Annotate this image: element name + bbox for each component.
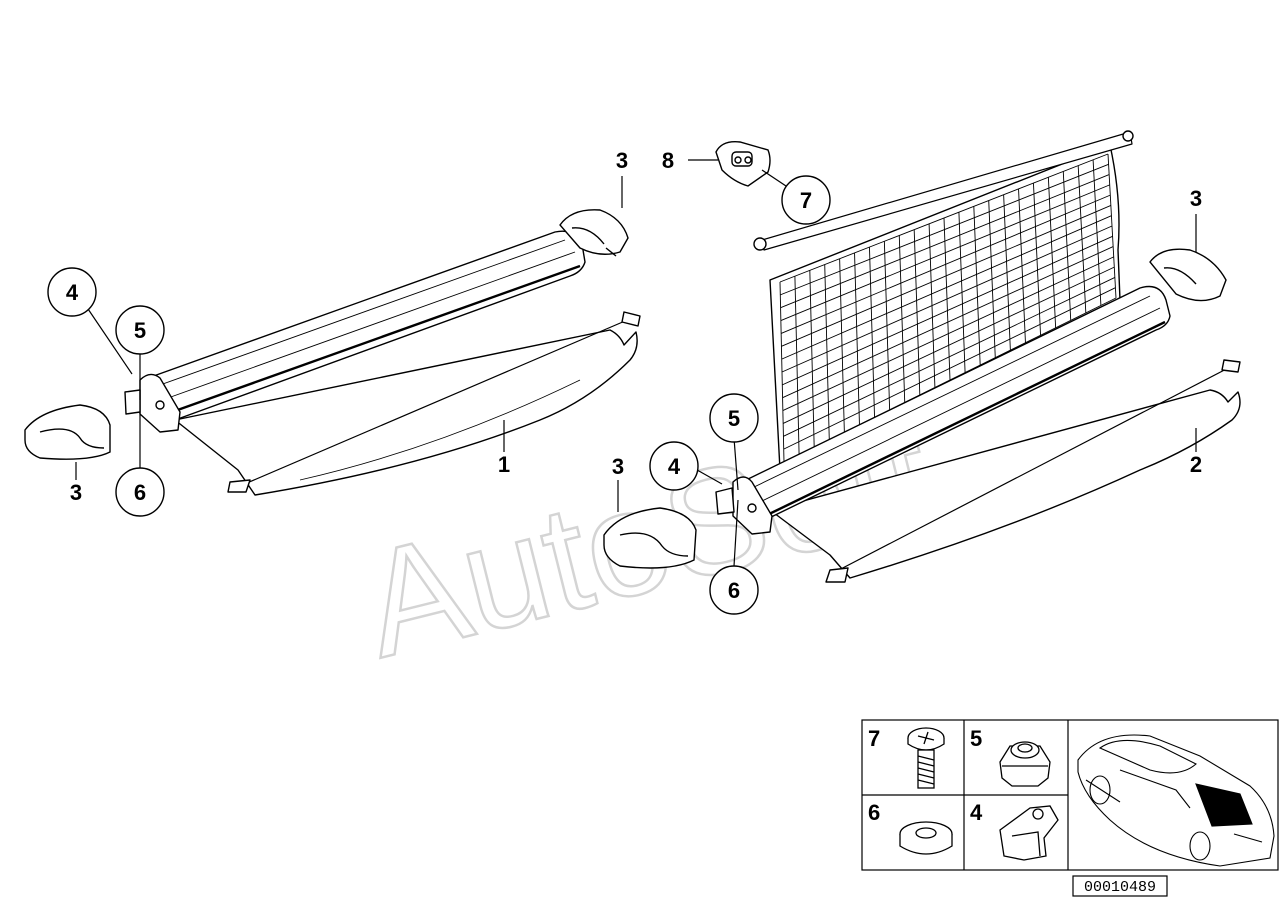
legend-label-5: 5 [970,726,982,751]
reference-number: 00010489 [1084,879,1156,896]
hex-nut-icon [999,741,1051,787]
net-grid [779,153,1117,463]
callout-4-mid: 4 [668,454,681,479]
callout-5-left: 5 [134,318,146,343]
end-cap-left-bottom [24,404,111,460]
callout-circle-5-left [115,305,165,355]
end-cap-left-top [559,209,629,257]
label-1: 1 [498,452,510,477]
net-line [782,246,1114,399]
callout-circle-6-mid [709,565,759,615]
luggage-cover-assembly-left [124,230,641,496]
roller-housing-right [715,285,1241,583]
label-2: 2 [1190,452,1202,477]
screw-icon [907,727,945,789]
legend-label-4: 4 [970,800,983,825]
label-3-topleft: 3 [616,148,628,173]
net-line [782,256,1114,411]
leader-lines [75,159,1197,567]
label-3-mid: 3 [612,454,624,479]
label-3-bottomleft: 3 [70,480,82,505]
callout-6-mid: 6 [728,578,740,603]
net-line [782,266,1115,424]
callout-4-left: 4 [66,280,79,305]
callout-circle-4-left [47,267,97,317]
end-cap-right-bottom [603,507,697,569]
callout-circle-4-mid [649,441,699,491]
end-cap-right-top [1149,248,1227,302]
net-line [780,194,1111,334]
callout-6-left: 6 [134,480,146,505]
legend-label-7: 7 [868,726,880,751]
label-3-topright: 3 [1190,186,1202,211]
clip-part-top [715,141,771,187]
legend-label-6: 6 [868,800,880,825]
net-line [782,235,1113,386]
net-line [783,287,1116,450]
label-8-top: 8 [662,148,674,173]
clip-bracket-icon [999,805,1059,861]
callout-circle-5-mid [709,393,759,443]
net-line [781,215,1112,360]
washer-icon [899,821,953,855]
net-line [781,225,1113,373]
net-line [781,205,1112,347]
callout-7-top: 7 [800,188,812,213]
net-line [779,153,1109,283]
callout-circle-7-top [781,175,831,225]
net-line [783,277,1116,437]
net-line [780,163,1109,296]
net-line [780,184,1110,321]
callout-circle-6-left [115,467,165,517]
reference-box: 00010489 [1072,875,1168,897]
net-line [780,174,1110,309]
car-sedan-icon [1077,734,1275,867]
callout-5-mid: 5 [728,406,740,431]
